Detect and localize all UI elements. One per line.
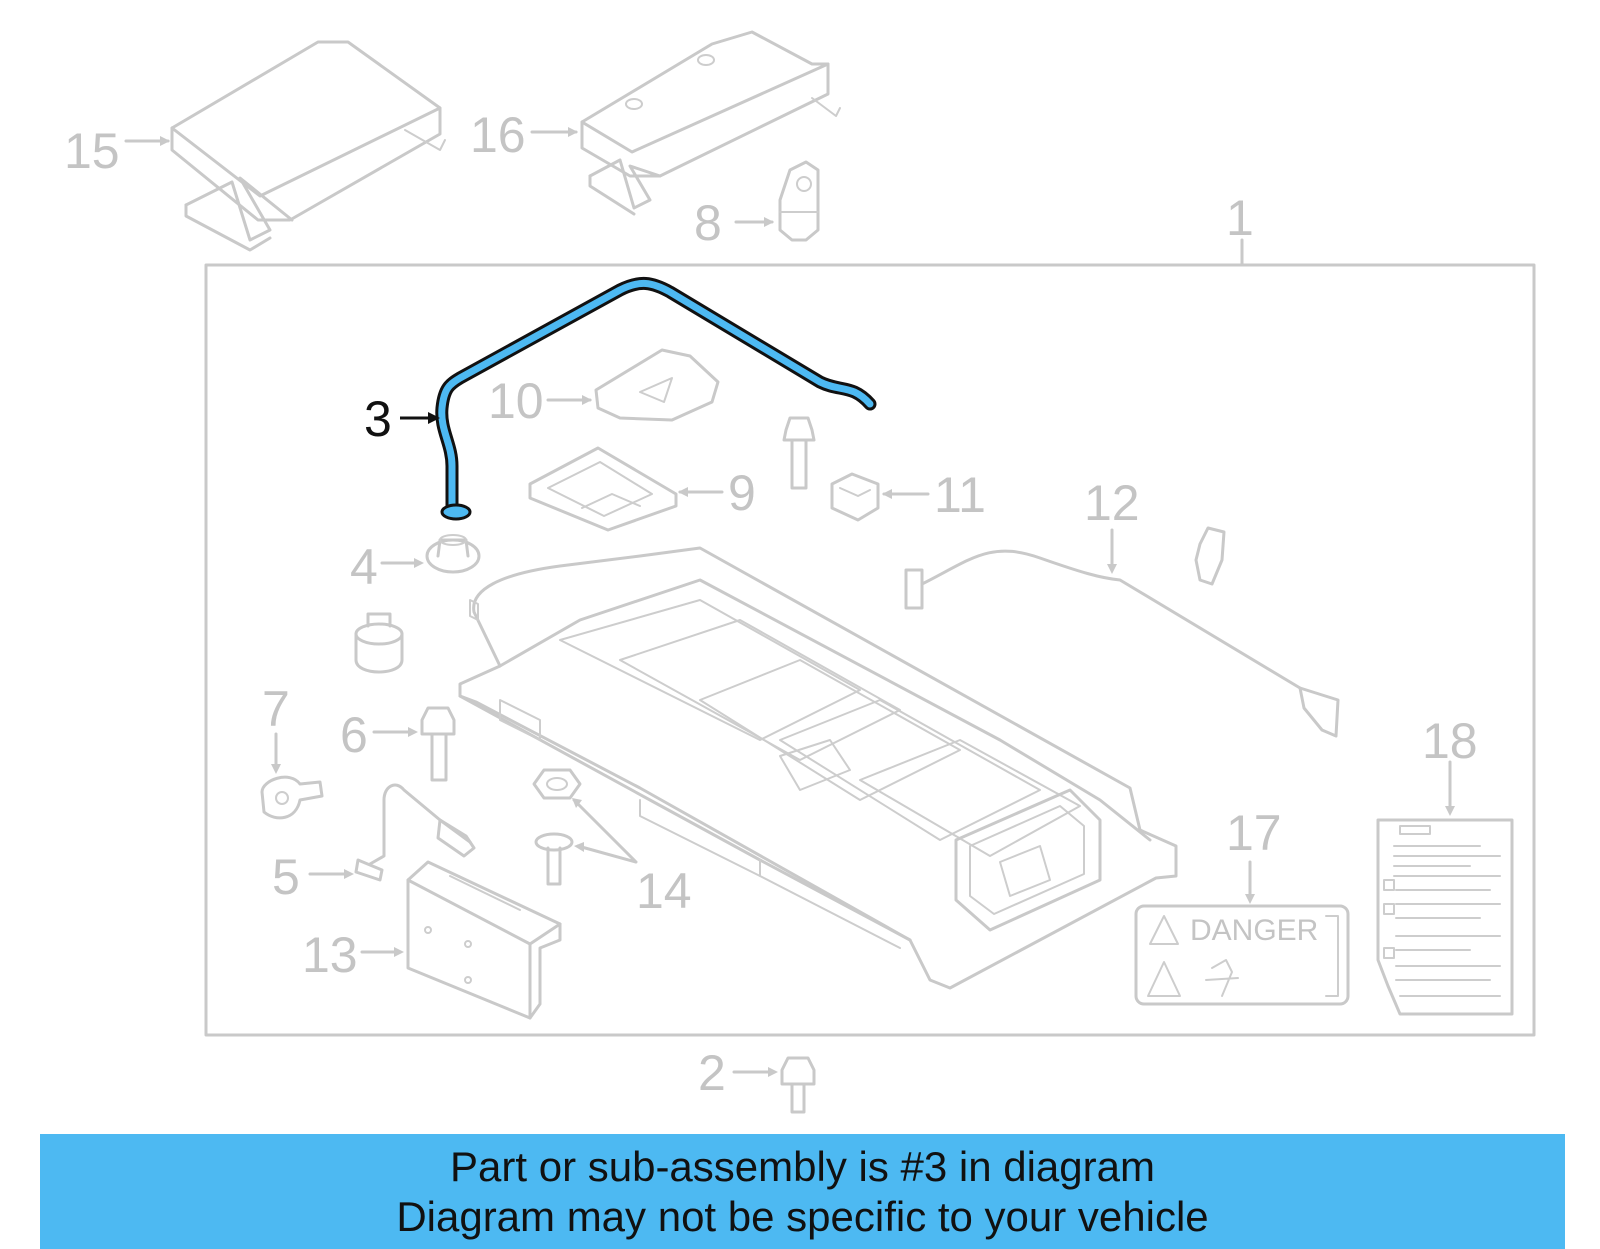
arrowhead — [582, 395, 592, 405]
callout-9: 9 — [728, 465, 756, 521]
part-18-info-label — [1376, 818, 1514, 1016]
callout-12: 12 — [1084, 475, 1140, 531]
banner-line-2: Diagram may not be specific to your vehi… — [396, 1193, 1209, 1240]
arrowhead — [160, 136, 170, 146]
callout-15: 15 — [64, 123, 120, 179]
part-5-sensor — [354, 783, 476, 882]
callout-1: 1 — [1226, 190, 1254, 246]
arrowhead — [572, 798, 582, 808]
arrowhead — [428, 412, 440, 424]
info-banner: Part or sub-assembly is #3 in diagram Di… — [40, 1134, 1565, 1249]
callout-6: 6 — [340, 707, 368, 763]
bushing — [354, 612, 404, 674]
callout-4: 4 — [350, 539, 378, 595]
arrowhead — [394, 947, 404, 957]
callout-7: 7 — [262, 681, 290, 737]
arrowhead — [574, 842, 584, 852]
callout-14: 14 — [636, 863, 692, 919]
callout-18: 18 — [1422, 713, 1478, 769]
arrowhead — [414, 558, 424, 568]
callout-14-leaders — [572, 798, 638, 864]
part-17-danger-label — [1134, 904, 1350, 1006]
part-2-bolt — [780, 1056, 816, 1114]
part-12-cable — [904, 526, 1340, 738]
callout-3: 3 — [364, 391, 392, 447]
part-6-bolt — [420, 706, 456, 782]
part-10-plate — [594, 348, 720, 422]
arrowhead — [344, 869, 354, 879]
banner-line-1: Part or sub-assembly is #3 in diagram — [450, 1143, 1155, 1190]
arrowhead — [568, 127, 578, 137]
part-15-cover — [170, 40, 446, 252]
part-7-clip — [260, 775, 324, 820]
part-14-fasteners — [532, 768, 582, 886]
callout-17: 17 — [1226, 805, 1282, 861]
danger-label-text: DANGER — [1190, 914, 1318, 947]
arrowhead — [768, 1067, 778, 1077]
callout-10: 10 — [488, 373, 544, 429]
battery-tray — [458, 546, 1178, 990]
bolt — [782, 416, 816, 490]
part-8-bracket — [778, 160, 820, 242]
callout-13: 13 — [302, 927, 358, 983]
part-11-connector — [830, 472, 880, 522]
arrowhead — [764, 217, 774, 227]
arrowhead — [882, 489, 892, 499]
arrowhead — [678, 487, 688, 497]
arrowhead — [1107, 564, 1117, 574]
assembly-frame — [204, 263, 1536, 1037]
callout-8: 8 — [694, 195, 722, 251]
part-16-cover — [580, 30, 841, 216]
part-9-tray — [528, 446, 678, 532]
part-3-hose-highlighted — [435, 277, 877, 521]
callout-11: 11 — [934, 467, 986, 523]
arrowhead — [408, 727, 418, 737]
part-4-grommet — [425, 534, 481, 574]
callout-5: 5 — [272, 849, 300, 905]
arrowhead — [271, 764, 281, 774]
arrowhead — [1445, 806, 1455, 816]
part-13-module — [406, 860, 562, 1020]
callout-2: 2 — [698, 1045, 726, 1101]
arrowhead — [1245, 894, 1255, 904]
callout-16: 16 — [470, 107, 526, 163]
